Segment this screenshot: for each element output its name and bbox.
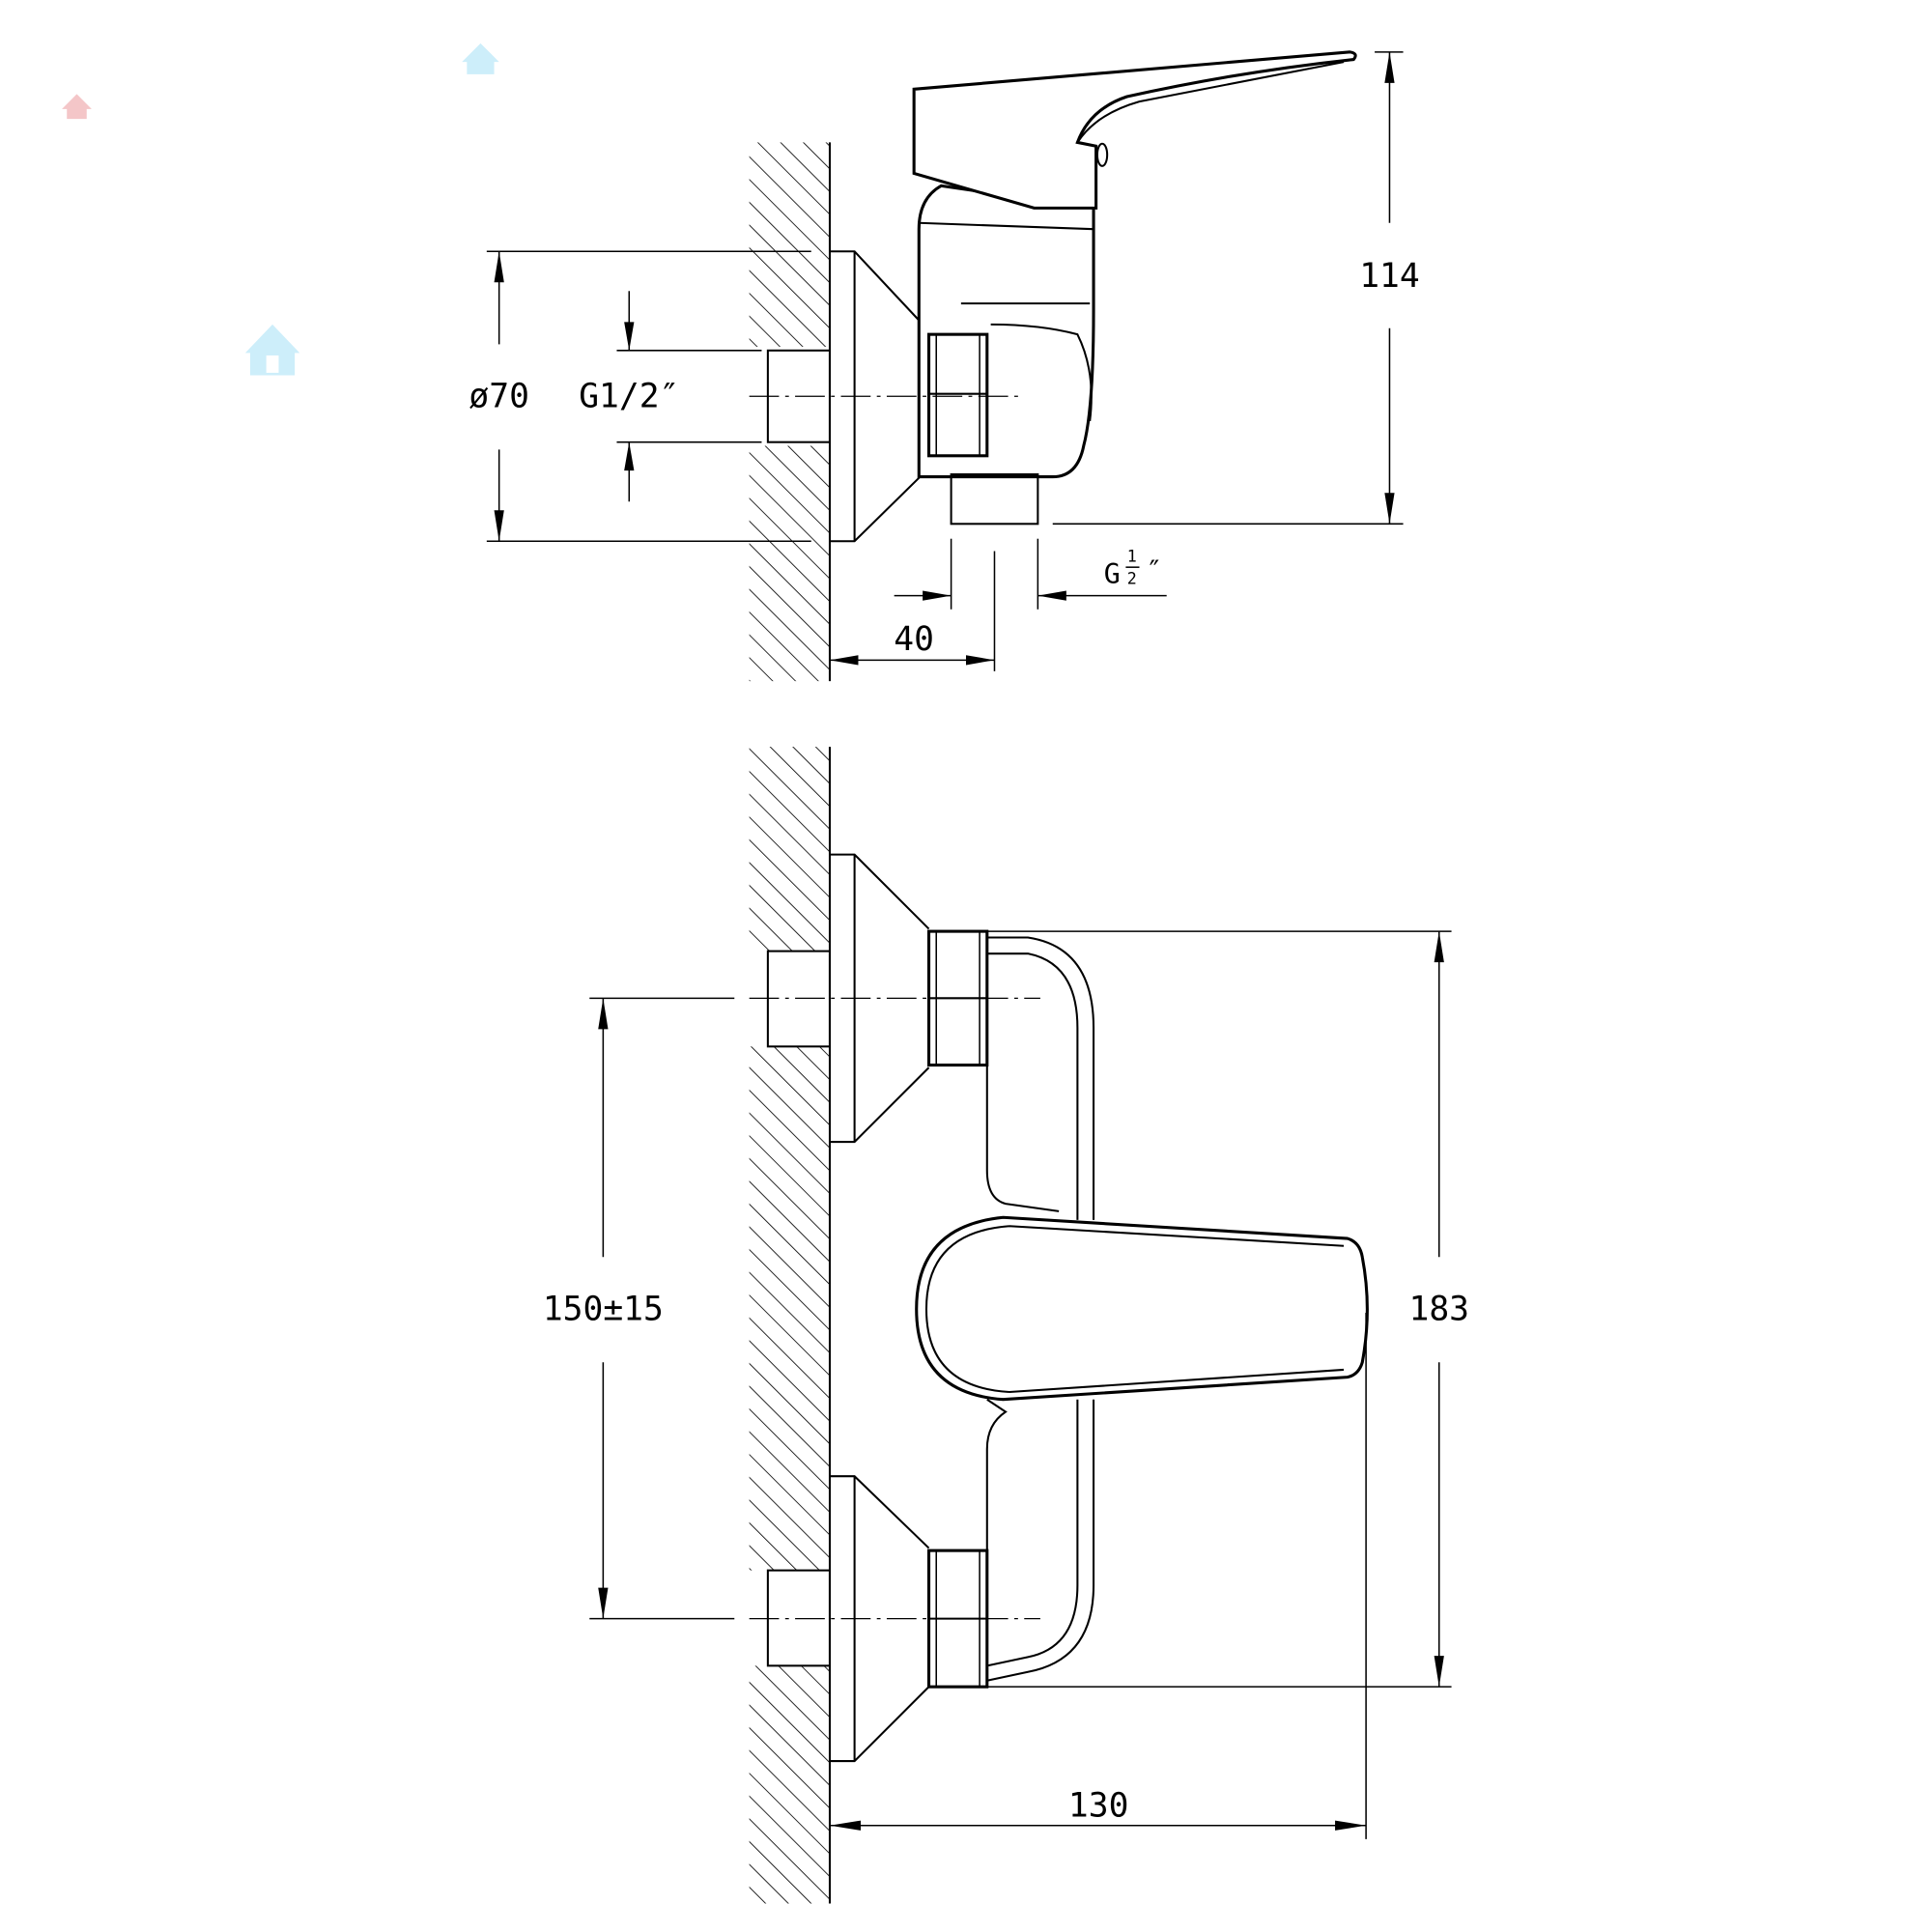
dimension-label: 150±15 <box>543 1290 664 1328</box>
dimension-projection: 130 <box>829 1312 1367 1839</box>
dimension-outlet-offset: 40 <box>829 551 996 671</box>
lever-handle <box>912 50 1357 210</box>
dimension-inlet-thread: G1/2″ <box>579 291 762 502</box>
union-nut <box>927 332 989 458</box>
outlet-connector <box>950 473 1039 526</box>
dimension-label: 183 <box>1408 1290 1469 1328</box>
wall-section <box>749 747 831 1904</box>
wall-section <box>749 142 831 682</box>
dimension-label: 2 <box>1127 570 1137 588</box>
dimension-height: 114 <box>1052 51 1420 526</box>
dimension-label: ″ <box>1146 554 1162 586</box>
dimension-outlet-thread: G 1 2 ″ <box>894 538 1167 610</box>
lever-handle <box>915 1215 1369 1402</box>
house-icon <box>244 324 300 376</box>
house-icon <box>462 43 499 74</box>
house-icon <box>62 94 92 120</box>
front-view: 150±15 183 130 <box>543 747 1469 1904</box>
mixer-body <box>986 936 1095 1220</box>
dimension-label: 1 <box>1127 547 1137 565</box>
dimension-label: G <box>1104 558 1121 590</box>
mixer-body <box>986 1399 1095 1682</box>
dimension-overall-height: 183 <box>966 930 1469 1688</box>
dimension-label: G1/2″ <box>579 378 679 416</box>
side-view: ø70 G1/2″ 114 <box>469 50 1420 682</box>
dimension-label: 130 <box>1068 1787 1129 1826</box>
dimension-inlet-spacing: 150±15 <box>543 997 735 1620</box>
dimension-diameter: ø70 <box>469 250 811 543</box>
dimension-label: ø70 <box>469 378 529 416</box>
dimension-label: 40 <box>894 620 934 659</box>
dimension-label: 114 <box>1359 257 1420 296</box>
